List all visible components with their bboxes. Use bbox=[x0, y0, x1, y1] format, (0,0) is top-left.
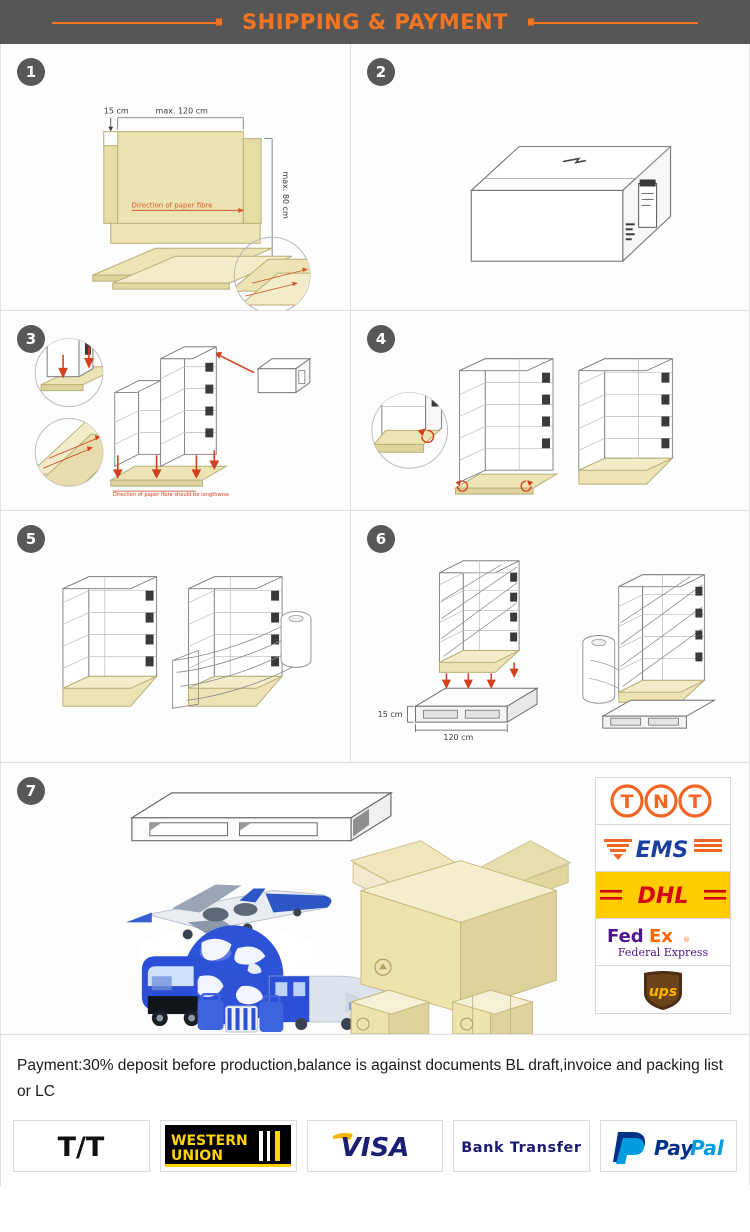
payment-logo-western-union: WESTERN UNION bbox=[159, 1120, 297, 1173]
panel-2-illustration bbox=[351, 44, 749, 310]
label-fibre-lengthwise: Direction of paper fibre should be lengt… bbox=[113, 492, 229, 498]
carrier-logo-fedex: Fed Ex ® Federal Express bbox=[596, 919, 730, 966]
panel-row-2: 3 bbox=[1, 311, 749, 511]
panel-row-1: 1 15 cm bbox=[1, 44, 749, 311]
payment-logo-bank-transfer: Bank Transfer bbox=[453, 1120, 591, 1173]
label-15cm: 15 cm bbox=[104, 107, 129, 116]
payment-logo-tt: T/T bbox=[13, 1120, 150, 1173]
svg-text:Bank Transfer: Bank Transfer bbox=[462, 1140, 583, 1156]
svg-text:Fed: Fed bbox=[607, 926, 644, 947]
panel-7: 7 bbox=[1, 763, 749, 1035]
tnt-logo-icon: T N T bbox=[610, 784, 712, 818]
carrier-logo-tnt: T N T bbox=[596, 778, 730, 825]
svg-text:®: ® bbox=[683, 936, 690, 944]
label-max-120cm: max. 120 cm bbox=[156, 107, 209, 116]
svg-text:Pal: Pal bbox=[690, 1136, 725, 1160]
label-fibre-direction: Direction of paper fibre bbox=[132, 201, 213, 209]
western-union-logo-icon: WESTERN UNION bbox=[165, 1125, 292, 1168]
header-rule-cap-right bbox=[528, 18, 534, 26]
bus-graphic bbox=[141, 956, 200, 1027]
ups-logo-icon: ups bbox=[644, 970, 682, 1010]
panel-row-3: 5 bbox=[1, 511, 749, 763]
svg-text:Ex: Ex bbox=[649, 926, 673, 947]
header-rule-right bbox=[528, 22, 698, 24]
payment-logo-visa: VISA bbox=[306, 1120, 444, 1173]
svg-text:Federal Express: Federal Express bbox=[618, 946, 709, 959]
panel-grid: 1 15 cm bbox=[0, 44, 750, 1035]
tt-logo-icon: T/T bbox=[58, 1132, 105, 1163]
visa-logo-icon: VISA bbox=[332, 1133, 410, 1163]
label-pallet-width: 120 cm bbox=[443, 733, 473, 742]
panel-7-illustration bbox=[1, 763, 749, 1034]
open-carton-graphic bbox=[349, 840, 572, 1013]
page-header: SHIPPING & PAYMENT bbox=[0, 0, 750, 44]
panel-3-badge: 3 bbox=[17, 325, 45, 353]
dhl-logo-icon: DHL bbox=[598, 878, 728, 912]
svg-text:VISA: VISA bbox=[341, 1133, 410, 1163]
page-title: SHIPPING & PAYMENT bbox=[242, 10, 508, 34]
luggage-graphic bbox=[197, 992, 284, 1033]
payment-method-list: T/T WESTERN UNION VISA Bank Transfer bbox=[0, 1110, 750, 1187]
svg-text:EMS: EMS bbox=[636, 838, 689, 863]
panel-3-illustration: Direction of paper fibre should be lengt… bbox=[1, 311, 350, 510]
panel-5: 5 bbox=[1, 511, 351, 763]
panel-6: 6 bbox=[351, 511, 749, 763]
panel-1-badge: 1 bbox=[17, 58, 45, 86]
panel-5-badge: 5 bbox=[17, 525, 45, 553]
svg-text:ups: ups bbox=[649, 984, 677, 1000]
panel-4-badge: 4 bbox=[367, 325, 395, 353]
panel-2-badge: 2 bbox=[367, 58, 395, 86]
svg-text:T: T bbox=[689, 791, 702, 813]
carrier-logo-ems: EMS bbox=[596, 825, 730, 872]
panel-1: 1 15 cm bbox=[1, 44, 351, 311]
panel-6-illustration: 15 cm 120 cm bbox=[351, 511, 749, 762]
carrier-logo-list: T N T bbox=[595, 777, 731, 1014]
small-carton-left bbox=[349, 989, 431, 1034]
fedex-logo-icon: Fed Ex ® Federal Express bbox=[607, 926, 709, 959]
panel-6-badge: 6 bbox=[367, 525, 395, 553]
label-max-80cm: max. 80 cm bbox=[281, 172, 290, 219]
panel-3: 3 bbox=[1, 311, 351, 511]
panel-7-badge: 7 bbox=[17, 777, 45, 805]
ems-logo-icon: EMS bbox=[604, 838, 722, 863]
panel-2: 2 bbox=[351, 44, 749, 311]
label-pallet-height: 15 cm bbox=[378, 710, 403, 719]
header-rule-cap-left bbox=[216, 18, 222, 26]
payment-logo-paypal: Pay Pal bbox=[600, 1120, 737, 1173]
svg-text:T/T: T/T bbox=[58, 1132, 105, 1163]
panel-1-illustration: 15 cm max. 120 cm max. 80 cm bbox=[1, 44, 350, 310]
svg-text:T: T bbox=[621, 791, 634, 813]
paypal-logo-icon: Pay Pal bbox=[612, 1132, 725, 1165]
svg-text:DHL: DHL bbox=[638, 884, 689, 909]
panel-row-4: 7 bbox=[1, 763, 749, 1035]
svg-text:G: G bbox=[382, 392, 387, 399]
header-rule-left bbox=[52, 22, 222, 24]
small-carton-right bbox=[450, 989, 535, 1034]
svg-text:UNION: UNION bbox=[171, 1148, 223, 1164]
panel-4-illustration: G bbox=[351, 311, 749, 510]
bank-transfer-logo-icon: Bank Transfer bbox=[462, 1140, 583, 1156]
panel-4: 4 bbox=[351, 311, 749, 511]
svg-text:Pay: Pay bbox=[654, 1136, 694, 1160]
carrier-logo-dhl: DHL bbox=[596, 872, 730, 919]
panel-5-illustration bbox=[1, 511, 350, 762]
payment-terms-text: Payment:30% deposit before production,ba… bbox=[0, 1035, 750, 1111]
svg-text:WESTERN: WESTERN bbox=[171, 1133, 248, 1149]
carrier-logo-ups: ups bbox=[596, 966, 730, 1013]
svg-text:N: N bbox=[653, 791, 669, 813]
